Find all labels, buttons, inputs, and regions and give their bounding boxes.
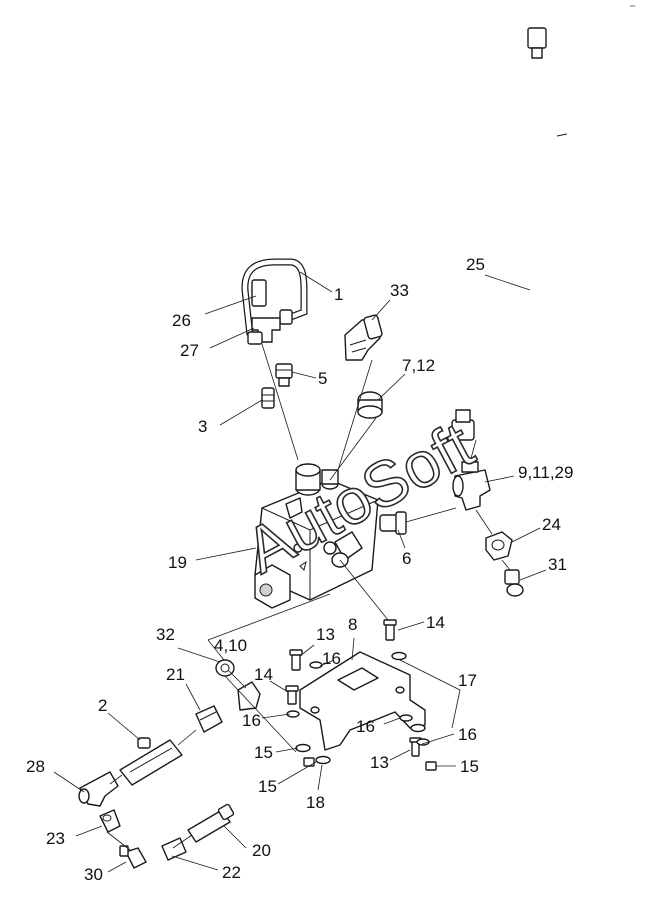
corner-mark: ᵗ⁸⁸ [630,4,635,10]
part-25-hose [451,27,568,441]
callout-13-lower: 13 [370,753,389,772]
callout-26: 26 [172,311,191,330]
callout-27: 27 [180,341,199,360]
callout-28: 28 [26,757,45,776]
part-7-12-union [357,391,383,419]
callout-18: 18 [306,793,325,812]
part-19-valve-block [254,463,379,609]
callout-8: 8 [348,615,357,634]
part-33-elbow [344,314,383,361]
callout-16-middle: 16 [356,717,375,736]
part-4-10-elbow [237,681,261,711]
callout-32: 32 [156,625,175,644]
part-5-adapter [275,363,293,387]
callout-4-10: 4,10 [214,636,247,655]
part-8-bracket [299,651,426,751]
callout-24: 24 [542,515,561,534]
callout-15-upper: 15 [254,743,273,762]
callout-2: 2 [98,696,107,715]
callout-7-12: 7,12 [402,356,435,375]
part-26-nut [251,279,267,307]
part-21-coupling [195,705,223,733]
callout-23: 23 [46,829,65,848]
part-30-elbow [119,845,147,869]
callout-3: 3 [198,417,207,436]
callout-20: 20 [252,841,271,860]
callout-14-right: 14 [426,613,445,632]
part-24-nut [485,531,513,561]
part-6-nipple [379,511,407,535]
callout-14-left: 14 [254,665,273,684]
callout-21: 21 [166,665,185,684]
callout-16-top: 16 [322,649,341,668]
part-1-tube [241,258,308,345]
part-23-adapter [99,809,121,833]
callout-leaders [53,271,547,873]
callout-13-upper: 13 [316,625,335,644]
callout-33: 33 [390,281,409,300]
assembly-lines [106,343,511,851]
part-31-banjo [504,569,524,597]
callout-22: 22 [222,863,241,882]
callout-31: 31 [548,555,567,574]
part-28-tee [78,771,119,807]
callout-labels: 1 2 3 4,10 5 6 7,12 8 9,11,29 13 13 14 1… [26,255,573,884]
callout-19: 19 [168,553,187,572]
callout-1: 1 [334,285,343,304]
callout-15-right: 15 [460,757,479,776]
callout-15-lower: 15 [258,777,277,796]
callout-6: 6 [402,549,411,568]
callout-9-11-29: 9,11,29 [518,463,573,482]
callout-25: 25 [466,255,485,274]
callout-5: 5 [318,369,327,388]
callout-30: 30 [84,865,103,884]
callout-16-left: 16 [242,711,261,730]
callout-16-right: 16 [458,725,477,744]
callout-17: 17 [458,671,477,690]
part-20-sensor [187,803,235,843]
part-2-valve-assembly [119,737,183,786]
part-3-fitting [261,387,275,409]
